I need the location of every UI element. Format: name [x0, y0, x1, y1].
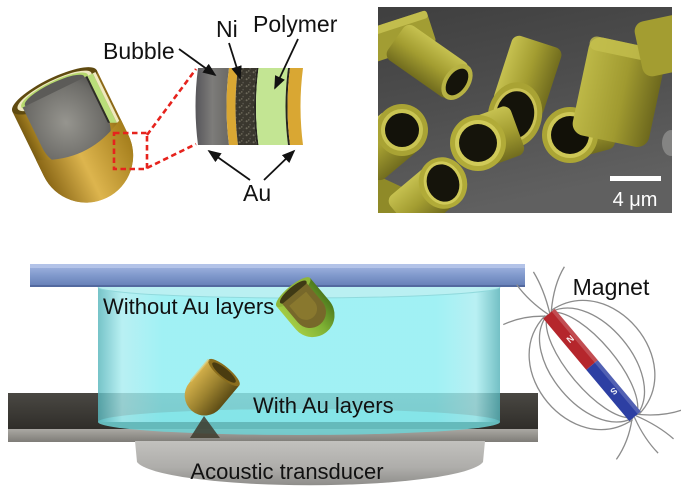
scale-bar: [610, 176, 661, 181]
cross-section: [195, 68, 303, 145]
layer-bubble: [195, 68, 229, 145]
acoustic-transducer: [135, 441, 485, 486]
sem-debris: [662, 130, 672, 156]
sem-tube: [378, 104, 428, 181]
au-label: Au: [243, 180, 271, 206]
layer-au-inner: [226, 68, 238, 145]
tube-with-au: [184, 358, 240, 416]
schematic-panel: Bubble Ni Polymer Au: [11, 11, 338, 206]
polymer-arrow: [274, 38, 299, 90]
with-au-label: With Au layers: [253, 393, 394, 418]
layer-au-outer: [287, 68, 303, 145]
au-arrow-right: [263, 149, 296, 181]
sem-panel: 4 μm: [378, 7, 672, 213]
bubble-interior: [22, 75, 111, 169]
polymer-label: Polymer: [253, 11, 338, 37]
layer-polymer: [256, 68, 288, 145]
magnet-field-lines: [502, 266, 681, 460]
sem-tube: [450, 106, 525, 171]
polymer-edge: [87, 73, 117, 123]
microtube-3d: [11, 67, 134, 203]
sem-tube: [386, 24, 473, 101]
ni-label: Ni: [216, 16, 238, 42]
tube-near-wall: [36, 118, 134, 203]
au-arrow-left: [207, 149, 251, 181]
acoustic-panel: Without Au layers With Au layers Acousti…: [8, 264, 681, 486]
magnet-south-label: S: [608, 385, 619, 397]
tube-without-au: [275, 277, 335, 338]
layer-ni: [235, 68, 257, 145]
zoom-connector-top: [145, 68, 198, 136]
glass-slide: [30, 264, 525, 287]
magnet-north-label: N: [564, 333, 575, 345]
magnet-label: Magnet: [573, 274, 650, 300]
tube-reflection: [190, 416, 220, 438]
bubble-label: Bubble: [103, 38, 175, 64]
magnet-north: [543, 308, 598, 370]
bubble-arrow: [178, 48, 217, 77]
magnet: N S: [502, 266, 681, 460]
sem-tube: [634, 13, 672, 77]
zoom-connector-bottom: [146, 142, 197, 170]
transducer-label: Acoustic transducer: [190, 459, 383, 484]
ni-arrow: [228, 42, 242, 80]
scale-label: 4 μm: [613, 189, 658, 211]
sem-tube: [388, 157, 468, 213]
without-au-label: Without Au layers: [103, 294, 274, 319]
magnet-south: [586, 360, 641, 422]
zoom-box: [112, 131, 149, 171]
